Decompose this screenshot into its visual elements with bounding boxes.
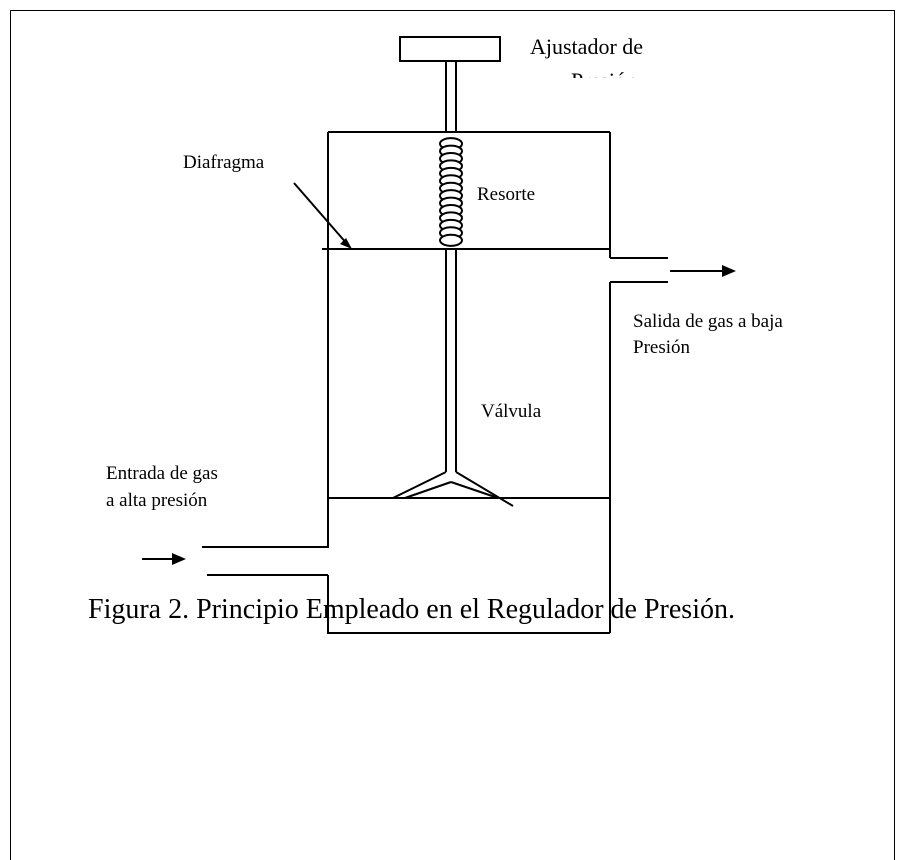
adjuster-knob <box>399 36 501 62</box>
spring-coil <box>439 233 463 247</box>
salida-label-line2: Presión <box>633 337 690 358</box>
entrada-label-line2: a alta presión <box>106 490 208 511</box>
outlet-arrow-head <box>722 265 736 277</box>
ajustador-label: Ajustador de <box>530 34 644 59</box>
resorte-label: Resorte <box>477 184 536 205</box>
valve-cone-inner-right <box>450 481 499 499</box>
valve-cone-inner-left <box>404 481 452 499</box>
spring <box>439 137 463 247</box>
entrada-label-line1: Entrada de gas <box>106 463 218 484</box>
figure-caption: Figura 2. Principio Empleado en el Regul… <box>88 594 735 625</box>
figure-frame <box>10 10 895 860</box>
ajustador-label-cut: Presión <box>571 70 637 78</box>
diafragma-pointer <box>293 182 349 246</box>
valve-cone-outer-right <box>455 471 514 507</box>
diafragma-pointer-head <box>340 238 352 249</box>
valvula-label: Válvula <box>481 401 542 422</box>
valve-cone-outer-left <box>392 471 447 499</box>
diafragma-label: Diafragma <box>183 152 265 173</box>
inlet-arrow-head <box>172 553 186 565</box>
ajustador-label-cut-clip: Presión <box>571 70 661 78</box>
salida-label-line1: Salida de gas a baja <box>633 311 783 332</box>
